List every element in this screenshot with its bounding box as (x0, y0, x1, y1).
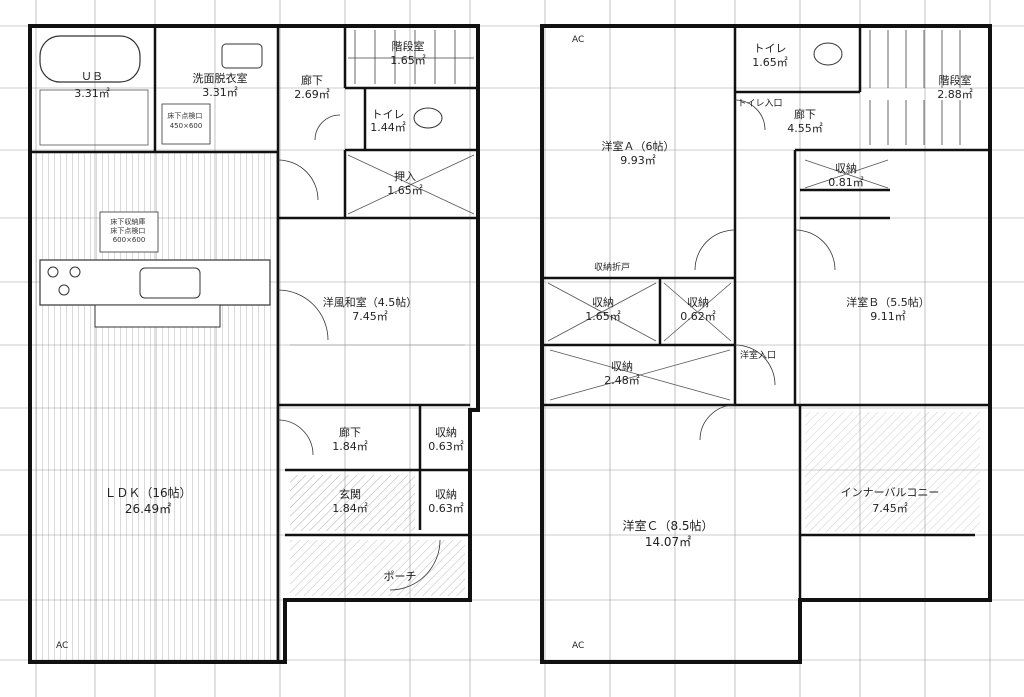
balcony-area: 7.45㎡ (872, 502, 908, 515)
stairs-1f-name: 階段室 (392, 39, 425, 53)
hall-mid-name: 廊下 (339, 425, 361, 439)
western-c-name: 洋室Ｃ（8.5帖） (622, 518, 713, 533)
porch-name: ポーチ (384, 570, 417, 583)
hall-2f-name: 廊下 (794, 107, 816, 121)
western-c-area: 14.07㎡ (645, 535, 691, 549)
ldk-area: 26.49㎡ (125, 502, 171, 516)
storage-bottom-area: 2.48㎡ (604, 374, 640, 387)
bath-floor (39, 89, 149, 146)
stairs-1f (348, 30, 474, 84)
balcony-name: インナーバルコニー (841, 486, 940, 499)
storage-left-area: 1.65㎡ (585, 310, 621, 323)
western-a-name: 洋室Ａ（6帖） (602, 139, 675, 153)
stairs-2f-name: 階段室 (939, 73, 972, 87)
sink (139, 267, 201, 299)
entrance-area: 1.84㎡ (332, 502, 368, 515)
balcony-floor (805, 412, 980, 532)
storage-top-area: 0.81㎡ (828, 176, 864, 189)
underfloor-inspect-note: 床下点検口 450×600 (167, 111, 204, 130)
ldk-name: ＬＤＫ（16帖） (104, 485, 191, 500)
inspect-note-line2: 450×600 (170, 122, 203, 130)
stove-burner-1 (47, 266, 59, 278)
entrance-name: 玄関 (339, 487, 361, 501)
toilet-1f-area: 1.44㎡ (370, 121, 406, 134)
inspection-hatch (161, 103, 211, 145)
storage-a-name: 収納 (435, 426, 457, 439)
floor1-walls (28, 24, 480, 664)
floor1-doors (277, 114, 441, 591)
stairs-2f (869, 30, 961, 145)
storage-note-line1: 床下収納庫 (110, 217, 145, 226)
toilet-door-note: トイレ入口 (737, 98, 782, 109)
inspect-note-line1: 床下点検口 (167, 111, 202, 120)
washitsu-name: 洋風和室（4.5帖） (323, 295, 418, 309)
stove-burner-2 (69, 266, 81, 278)
western-a-area: 9.93㎡ (620, 154, 656, 167)
washroom-name: 洗面脱衣室 (193, 71, 248, 85)
washroom-area: 3.31㎡ (202, 86, 238, 99)
toilet-bowl-1f (413, 107, 443, 129)
underfloor-storage-box (99, 211, 159, 253)
western-door-note: 洋室入口 (740, 349, 776, 361)
storage-bottom-name: 収納 (611, 360, 633, 373)
storage-left-name: 収納 (592, 296, 614, 309)
closet-doors-note: 収納折戸 (594, 261, 630, 273)
floor2-doors (694, 99, 836, 441)
storage-note-line2: 床下点検口 (110, 226, 145, 235)
toilet-1f-name: トイレ (372, 108, 405, 121)
storage-b-area: 0.63㎡ (428, 502, 464, 515)
floor1-ac-label: AC (56, 641, 68, 651)
western-b-area: 9.11㎡ (870, 310, 906, 323)
porch-floor (290, 540, 465, 596)
storage-b-name: 収納 (435, 488, 457, 501)
floor2-ac-top: AC (572, 35, 584, 45)
hall-top-area: 2.69㎡ (294, 88, 330, 101)
floor-1: 床下点検口 450×600 床下収納庫 床下点検口 (28, 24, 480, 664)
toilet-bowl-2f (813, 42, 843, 66)
bath-area: 3.31㎡ (74, 87, 110, 100)
closet-cross (347, 154, 475, 215)
kitchen-island (94, 304, 221, 328)
underfloor-storage-note: 床下収納庫 床下点検口 600×600 (110, 217, 147, 244)
bathtub (39, 35, 141, 83)
storage-top-name: 収納 (835, 162, 857, 175)
hall-2f-area: 4.55㎡ (787, 122, 823, 135)
storage-note-line3: 600×600 (113, 236, 146, 244)
toilet-2f-name: トイレ (754, 42, 787, 55)
floor2-ac-bottom: AC (572, 641, 584, 651)
western-b-name: 洋室Ｂ（5.5帖） (846, 295, 930, 309)
stairs-2f-area: 2.88㎡ (937, 88, 973, 101)
hall-top-name: 廊下 (301, 73, 323, 87)
closet-name: 押入 (394, 169, 416, 183)
bath-name: ＵＢ (81, 70, 103, 83)
washitsu-area: 7.45㎡ (352, 310, 388, 323)
storage-a-area: 0.63㎡ (428, 440, 464, 453)
floor2-interior-walls (542, 26, 990, 600)
washbasin (221, 43, 263, 69)
closet-area: 1.65㎡ (387, 184, 423, 197)
storage-crosses-2f (547, 159, 889, 401)
floor1-interior-walls (30, 26, 478, 662)
storage-mid-area: 0.62㎡ (680, 310, 716, 323)
toilet-2f-area: 1.65㎡ (752, 56, 788, 69)
storage-mid-name: 収納 (687, 296, 709, 309)
stove-burner-3 (58, 284, 70, 296)
stairs-1f-area: 1.65㎡ (390, 54, 426, 67)
floor-2: 洋室Ａ（6帖） 9.93㎡ トイレ 1.65㎡ 階段室 2.88㎡ 廊下 4.5… (540, 24, 992, 664)
entrance-floor (290, 475, 415, 531)
hall-mid-area: 1.84㎡ (332, 440, 368, 453)
